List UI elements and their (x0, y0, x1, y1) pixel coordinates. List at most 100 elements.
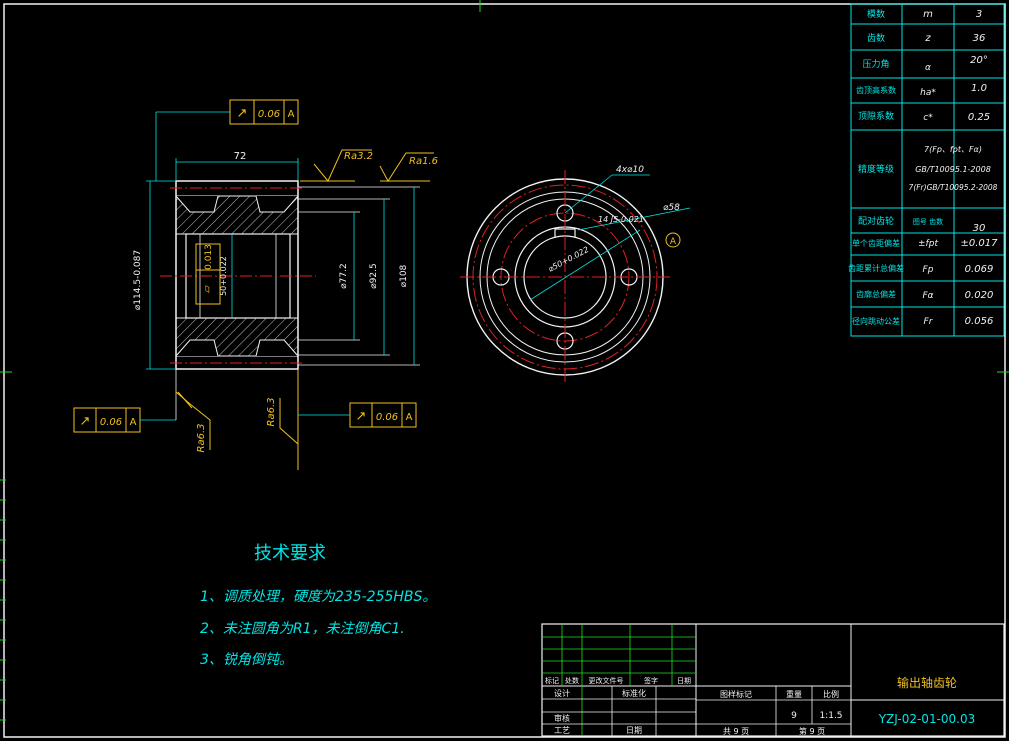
title-block: 标记 处数 更改文件号 签字 日期 设计 标准化 图样标记 重量 比例 审核 工… (541, 623, 1005, 737)
gtol-right-datum: A (406, 412, 413, 423)
param-value-addendum: 1.0 (971, 83, 987, 94)
param-symbol-cum-pitch: Fp (923, 265, 934, 275)
groove-lower-left (175, 339, 219, 357)
tb-label-date2: 日期 (626, 726, 642, 735)
tb-label-drawing-mark: 图样标记 (720, 689, 752, 699)
dim-77-2: ⌀77.2 (339, 263, 349, 288)
param-value-mating-gear: 30 (973, 223, 986, 234)
tb-drawing-number: YZJ-02-01-00.03 (878, 712, 976, 726)
roughness-symbol-4 (279, 369, 299, 470)
tb-weight-value: 9 (791, 711, 797, 721)
param-name-addendum: 齿顶高系数 (856, 85, 896, 95)
groove-upper-left (175, 195, 219, 213)
sheet-border (3, 3, 1006, 738)
param-value-module: 3 (976, 9, 982, 20)
param-accuracy-line1: 7(Fp、fpt、Fα) (924, 145, 982, 154)
end-view: 4x⌀10 14 JS-0.021 ⌀50+0.022 ⌀58 A (460, 165, 691, 385)
tech-req-item-3: 3、锐角倒钝。 (200, 652, 293, 668)
param-name-clearance: 顶隙系数 (858, 110, 894, 122)
gtol-top-value: 0.06 (258, 109, 280, 120)
tb-label-change-doc: 更改文件号 (589, 676, 624, 685)
roughness-label-4: Ra6.3 (266, 398, 277, 427)
param-value-pressure-angle: 20° (970, 55, 988, 66)
tb-label-date: 日期 (677, 677, 691, 685)
param-name-cum-pitch: 齿距累计总偏差 (848, 263, 904, 273)
roughness-symbol-2 (379, 152, 434, 182)
gtol-left-value: 0.06 (100, 417, 122, 428)
tb-label-weight: 重量 (786, 689, 802, 699)
dim-108: ⌀108 (399, 264, 409, 287)
datum-a-marker (665, 232, 681, 248)
param-name-module: 模数 (867, 8, 885, 20)
flatness-symbol: ⏥ (202, 285, 213, 293)
param-value-profile-dev: 0.020 (965, 290, 994, 301)
dim-outer-diameter: ⌀114.5-0.087 (133, 250, 143, 310)
roughness-symbol-1 (313, 149, 372, 182)
dim-bore: 50+0.022 (219, 256, 228, 296)
holes-callout: 4x⌀10 (616, 165, 644, 175)
tb-label-sign: 签字 (644, 676, 658, 685)
runout-arrow-icon-right: ↗ (356, 409, 367, 424)
tb-label-review: 审核 (554, 713, 570, 723)
tb-sheet-no: 第 9 页 (799, 726, 825, 736)
param-symbol-pitch-dev: ±fpt (918, 239, 938, 249)
param-symbol-mating-gear: 图号 齿数 (913, 217, 943, 226)
tb-part-name: 输出轴齿轮 (897, 675, 957, 690)
gtol-top-datum: A (288, 109, 295, 120)
param-accuracy-line3: 7(Fr)GB/T10095.2-2008 (909, 183, 998, 192)
tb-label-process: 工艺 (554, 726, 570, 735)
param-symbol-pressure-angle: α (925, 63, 931, 73)
param-name-accuracy: 精度等级 (858, 163, 894, 175)
flatness-value: 0.013 (204, 244, 214, 270)
tech-req-title: 技术要求 (254, 543, 326, 564)
tb-sheets-total: 共 9 页 (723, 727, 749, 736)
bore-callout: ⌀50+0.022 (547, 245, 591, 274)
groove-upper-right (255, 195, 299, 213)
parameter-table: 模数 m 3 齿数 z 36 压力角 α 20° 齿顶高系数 ha* 1.0 顶… (848, 3, 1005, 337)
tech-req-item-2: 2、未注圆角为R1，未注倒角C1. (200, 621, 405, 637)
tb-scale-value: 1:1.5 (819, 711, 842, 721)
tb-label-mark: 标记 (545, 676, 559, 685)
param-value-pitch-dev: ±0.017 (960, 238, 998, 249)
runout-arrow-icon-left: ↗ (80, 414, 91, 429)
technical-requirements: 技术要求 1、调质处理，硬度为235-255HBS。 2、未注圆角为R1，未注倒… (200, 543, 436, 668)
runout-arrow-icon: ↗ (237, 106, 248, 121)
roughness-label-1: Ra3.2 (344, 151, 373, 162)
tb-label-standard: 标准化 (622, 688, 646, 698)
tb-label-count: 处数 (565, 676, 579, 685)
param-name-teeth: 齿数 (867, 32, 885, 44)
param-symbol-clearance: c* (923, 113, 933, 123)
section-outline (175, 180, 299, 370)
flatness-frame (195, 243, 221, 305)
tech-req-item-1: 1、调质处理，硬度为235-255HBS。 (200, 589, 436, 605)
dim-92-5: ⌀92.5 (369, 263, 379, 288)
param-symbol-module: m (923, 9, 933, 20)
datum-a-label: A (670, 237, 677, 247)
param-value-teeth: 36 (973, 33, 986, 44)
param-value-runout: 0.056 (965, 316, 994, 327)
param-value-cum-pitch: 0.069 (965, 264, 994, 275)
tb-label-scale: 比例 (823, 689, 839, 699)
param-name-mating-gear: 配对齿轮 (858, 215, 894, 227)
param-name-pitch-dev: 单个齿距偏差 (852, 238, 900, 248)
tb-label-design: 设计 (554, 688, 570, 698)
gtol-right-value: 0.06 (376, 412, 398, 423)
roughness-label-2: Ra1.6 (409, 156, 438, 167)
pcd-callout: ⌀58 (663, 203, 680, 213)
dim-width: 72 (234, 151, 247, 162)
groove-lower-right (255, 339, 299, 357)
roughness-label-3: Ra6.3 (196, 424, 207, 453)
param-name-pressure-angle: 压力角 (862, 58, 889, 70)
left-margin-marks (0, 479, 6, 721)
param-symbol-profile-dev: Fα (922, 291, 933, 301)
param-symbol-teeth: z (924, 33, 931, 44)
param-value-clearance: 0.25 (968, 112, 990, 123)
keyway-callout: 14 JS-0.021 (598, 215, 644, 224)
param-accuracy-line2: GB/T10095.1-2008 (915, 165, 991, 174)
gtol-left-datum: A (130, 417, 137, 428)
param-symbol-runout: Fr (924, 317, 934, 327)
keyway (554, 228, 576, 237)
section-view: 72 ⌀114.5-0.087 50+0.022 ⏥ 0.013 ⌀77.2 ⌀… (73, 99, 438, 470)
